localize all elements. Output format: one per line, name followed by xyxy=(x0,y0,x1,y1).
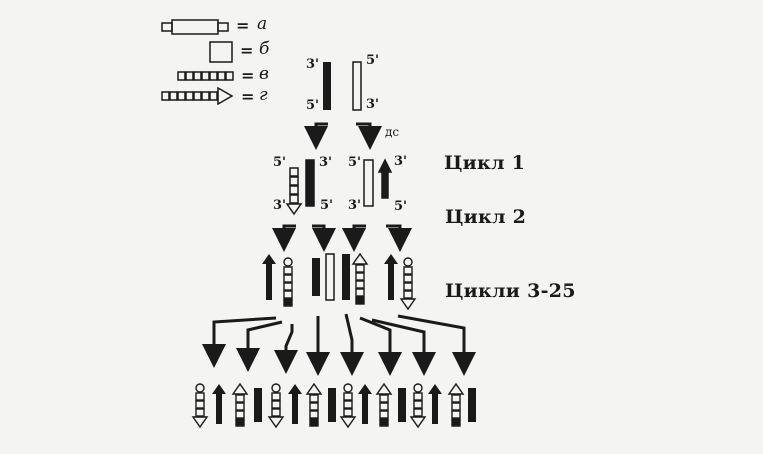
fan-out-arrows xyxy=(202,313,476,376)
synthesized-strand-icon xyxy=(177,71,234,81)
fan-arrow xyxy=(397,314,476,376)
end-label: 3' xyxy=(306,57,320,72)
product-solid-arrow xyxy=(212,384,226,424)
end-label: 3' xyxy=(348,198,362,213)
legend-eq-v: = xyxy=(241,66,255,85)
denature-arrows xyxy=(304,122,382,150)
fan-arrow xyxy=(359,316,402,376)
legend-letter-b: б xyxy=(259,39,270,59)
legend-eq-a: = xyxy=(236,16,250,35)
product-chain xyxy=(375,382,393,427)
fan-arrow xyxy=(274,324,298,374)
product-chain xyxy=(447,382,465,427)
product-solid-arrow xyxy=(358,384,372,424)
legend-eq-g: = xyxy=(241,87,255,106)
end-label: 5' xyxy=(348,155,362,170)
product-chain xyxy=(191,383,209,429)
product-chain xyxy=(409,383,427,429)
cycles-3-25-strands xyxy=(262,252,417,311)
end-label: 3' xyxy=(366,97,380,112)
cycle-2-label: Цикл 2 xyxy=(445,206,527,228)
product-solid xyxy=(398,388,406,422)
cycle1-template-right xyxy=(363,159,374,207)
product-chain xyxy=(339,383,357,429)
product-chain xyxy=(231,382,249,427)
end-label: 5' xyxy=(394,199,408,214)
legend-letter-a: а xyxy=(257,14,268,34)
strand-hollow xyxy=(325,253,335,301)
legend-letter-v: в xyxy=(259,64,269,84)
product-solid-arrow xyxy=(288,384,302,424)
fan-arrow xyxy=(340,313,364,376)
fan-arrow xyxy=(371,318,436,376)
legend-eq-b: = xyxy=(240,41,254,60)
strand-solid-arrow xyxy=(384,254,398,300)
fan-arrow xyxy=(202,316,277,368)
product-solid-arrow xyxy=(428,384,442,424)
amplified-products xyxy=(191,382,476,429)
legend-icons xyxy=(161,19,234,106)
strand-chain xyxy=(351,252,369,305)
legend-letter-g: г xyxy=(259,85,268,105)
primer-strand-icon xyxy=(161,19,229,35)
end-label: 5' xyxy=(306,98,320,113)
cycle2-arrows xyxy=(272,224,412,252)
arrow-strand-icon xyxy=(161,86,234,106)
end-label: 3' xyxy=(319,155,333,170)
strand-chain xyxy=(399,257,417,311)
product-solid xyxy=(328,388,336,422)
cycle1-new-strand-left xyxy=(285,167,303,216)
strand-solid xyxy=(342,254,350,300)
strand-solid xyxy=(312,258,320,296)
ds-label: дс xyxy=(385,125,400,139)
fan-arrow xyxy=(236,320,283,372)
end-label: 5' xyxy=(273,155,287,170)
template-box-icon xyxy=(209,41,233,63)
product-solid xyxy=(468,388,476,422)
cycle-3-25-label: Цикли 3-25 xyxy=(445,280,576,302)
strand-solid-arrow xyxy=(262,254,276,300)
end-label: 3' xyxy=(273,198,287,213)
cycle1-template-left xyxy=(305,159,315,207)
product-chain xyxy=(305,382,323,427)
end-label: 5' xyxy=(366,53,380,68)
cycle-1-label: Цикл 1 xyxy=(444,152,526,174)
template-duplex xyxy=(323,61,362,111)
cycle1-strands xyxy=(285,158,393,216)
cycle1-new-strand-right xyxy=(377,158,393,199)
product-chain xyxy=(267,383,285,429)
strand-chain xyxy=(283,257,293,307)
end-label: 3' xyxy=(394,154,408,169)
product-solid xyxy=(254,388,262,422)
end-label: 5' xyxy=(320,198,334,213)
